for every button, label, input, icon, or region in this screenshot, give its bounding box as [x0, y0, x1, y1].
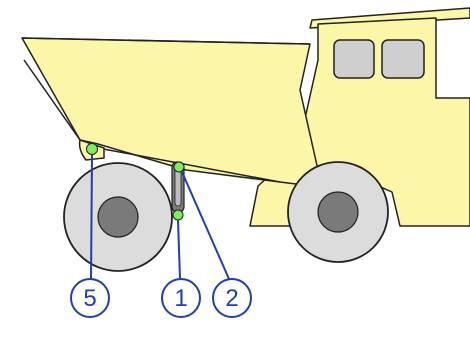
- leader-lines: [90, 154, 230, 281]
- rear-wheel: [63, 162, 173, 272]
- hinge-bracket: [78, 139, 105, 161]
- callout-number-2: 2: [225, 285, 238, 312]
- front-hub: [317, 191, 359, 233]
- leader-line-2: [181, 171, 230, 280]
- callout-circle-5: [70, 278, 110, 318]
- callout-1: 1: [161, 278, 201, 318]
- dump-body-floor-line: [97, 147, 281, 183]
- cab-window-right: [381, 39, 425, 79]
- rear-hub: [97, 196, 139, 238]
- leader-line-1: [177, 219, 181, 280]
- dump-body-side: [21, 37, 319, 187]
- pivot-point-2: [173, 161, 185, 173]
- callout-circle-1: [161, 278, 201, 318]
- hoist-cylinder: [171, 161, 185, 221]
- dump-body: [21, 37, 319, 187]
- callout-number-5: 5: [83, 285, 96, 312]
- callout-2: 2: [212, 278, 252, 318]
- callout-5: 5: [70, 278, 110, 318]
- pivot-point-1: [172, 209, 184, 221]
- cab-window-left: [333, 39, 375, 79]
- dump-body-top-edge: [21, 37, 311, 45]
- dump-body-rear-line: [23, 59, 81, 141]
- leader-line-5: [90, 154, 93, 281]
- front-wheel: [287, 161, 389, 263]
- hoist-cylinder-rod: [174, 167, 182, 207]
- callout-circle-2: [212, 278, 252, 318]
- callout-number-1: 1: [174, 285, 187, 312]
- pivot-point-5: [86, 143, 98, 155]
